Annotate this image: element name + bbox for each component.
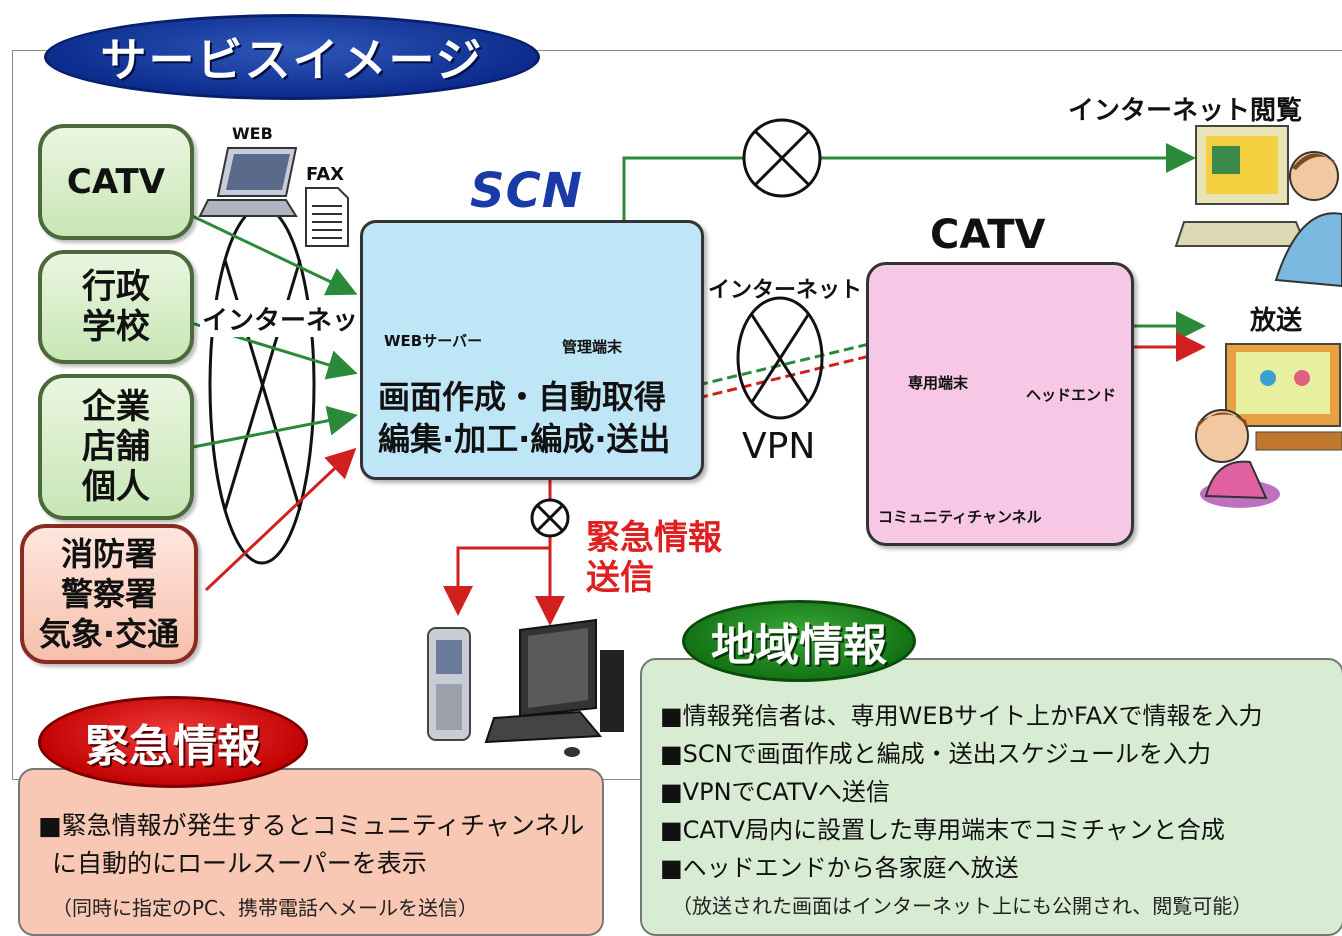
community-channel-label: コミュニティチャンネル (878, 508, 1042, 526)
fax-document-icon (305, 187, 349, 247)
cross-circle-top (742, 118, 822, 198)
desktop-pc-icon (484, 618, 624, 757)
scn-box (360, 220, 704, 480)
source-emergency-agencies: 消防署 警察署 気象·交通 (20, 524, 198, 664)
source-business-individual: 企業 店舗 個人 (38, 374, 194, 520)
emergency-info-item: に自動的にロールスーパーを表示 (52, 849, 427, 878)
arrow-emergency-phone (443, 546, 550, 616)
web-label: WEB (232, 124, 273, 143)
vpn-cloud (736, 296, 824, 420)
local-info-note: （放送された画面はインターネット上にも公開され、閲覧可能） (672, 894, 1253, 918)
laptop-icon (198, 147, 298, 217)
emergency-info-item: ■緊急情報が発生するとコミュニティチャンネル (38, 811, 585, 840)
arrow-scn-internet-view (622, 143, 1196, 220)
vpn-label: VPN (742, 426, 816, 467)
local-info-item: ■ヘッドエンドから各家庭へ放送 (660, 854, 1019, 882)
source-government-school-label: 行政 学校 (82, 267, 150, 347)
emergency-info-title: 緊急情報 (38, 696, 308, 788)
local-info-item: ■SCNで画面作成と編成・送出スケジュールを入力 (660, 740, 1211, 768)
arrow-biz-scn (187, 405, 358, 450)
internet-viewing-label: インターネット閲覧 (1068, 96, 1303, 126)
internet-viewer-icon (1174, 125, 1342, 288)
catv-station-label: CATV (930, 212, 1046, 258)
scn-function-line2: 編集·加工·編成·送出 (378, 420, 671, 458)
local-info-item: ■CATV局内に設置した専用端末でコミチャンと合成 (660, 816, 1225, 844)
admin-terminal-label: 管理端末 (562, 338, 623, 356)
headend-label: ヘッドエンド (1026, 386, 1117, 404)
dedicated-terminal-label: 専用端末 (908, 374, 969, 392)
scn-label: SCN (470, 163, 583, 219)
internet-label-left: インターネット (200, 300, 387, 337)
local-info-item: ■VPNでCATVへ送信 (660, 778, 890, 806)
source-emergency-agencies-label: 消防署 警察署 気象·交通 (38, 535, 180, 653)
local-info-item: ■情報発信者は、専用WEBサイト上かFAXで情報を入力 (660, 702, 1263, 730)
source-catv: CATV (38, 124, 194, 240)
catv-station-box (866, 262, 1134, 546)
cross-circle-bottom (530, 498, 570, 538)
service-image-title: サービスイメージ (44, 14, 540, 100)
vpn-line-green (697, 338, 887, 387)
source-catv-label: CATV (66, 162, 166, 202)
broadcast-label: 放送 (1250, 306, 1303, 336)
arrow-catv-scn (187, 212, 358, 296)
fax-label: FAX (306, 164, 345, 185)
emergency-info-panel: ■緊急情報が発生するとコミュニティチャンネル に自動的にロールスーパーを表示 （… (18, 768, 604, 936)
emergency-info-note: （同時に指定のPC、携帯電話へメールを送信） (52, 896, 479, 920)
scn-function-line1: 画面作成・自動取得 (378, 378, 667, 416)
source-business-individual-label: 企業 店舗 個人 (82, 387, 150, 507)
local-info-panel: ■情報発信者は、専用WEBサイト上かFAXで情報を入力 ■SCNで画面作成と編成… (640, 658, 1342, 936)
arrow-emergency-scn (204, 447, 357, 592)
web-server-label: WEBサーバー (384, 332, 483, 350)
broadcast-tv-icon (1195, 343, 1342, 508)
emergency-send-label: 緊急情報 送信 (586, 518, 722, 598)
internet-label-right: インターネット (708, 278, 863, 303)
source-government-school: 行政 学校 (38, 250, 194, 364)
internet-cloud-left (208, 205, 316, 565)
local-info-title: 地域情報 (682, 600, 916, 682)
mobile-phone-icon (427, 627, 471, 741)
